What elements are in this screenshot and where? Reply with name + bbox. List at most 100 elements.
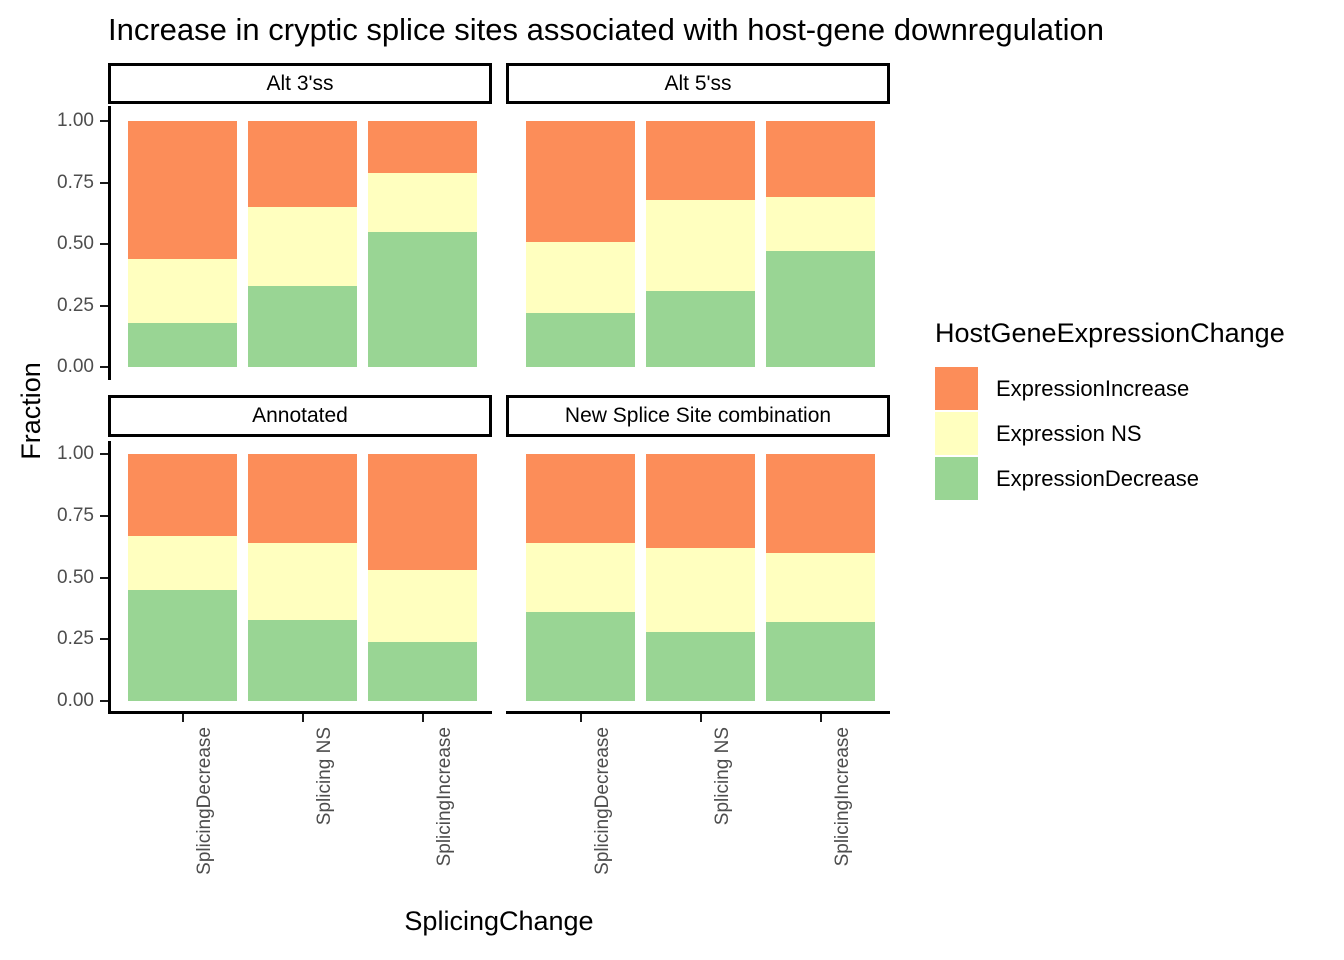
y-tick-label: 0.50	[57, 233, 94, 254]
y-tick-label: 0.25	[57, 294, 94, 316]
y-tick-label: 1.00	[57, 110, 94, 131]
legend-item-label: ExpressionIncrease	[996, 375, 1190, 401]
bar-segment-expressiondecrease	[248, 285, 357, 367]
stacked-bar	[526, 121, 635, 367]
bar-segment-expressionincrease	[128, 121, 237, 259]
stacked-bar	[766, 454, 875, 701]
stacked-bar	[646, 121, 755, 367]
y-tick-label: 0.25	[57, 628, 94, 650]
bar-segment-expressionincrease	[646, 454, 755, 548]
y-tick	[100, 700, 108, 702]
x-tick-label: SplicingIncrease	[831, 727, 853, 867]
y-tick	[100, 243, 108, 245]
stacked-bar	[526, 454, 635, 701]
legend-item: Expression NS	[935, 412, 1285, 455]
x-tick	[301, 714, 304, 722]
bar-segment-expression-ns	[128, 535, 237, 590]
bar-segment-expressiondecrease	[766, 621, 875, 701]
legend-key	[935, 457, 978, 500]
legend-item-label: Expression NS	[996, 420, 1142, 446]
x-tick-label: Splicing NS	[313, 727, 335, 826]
y-tick	[100, 453, 108, 455]
y-tick	[100, 514, 108, 517]
bar-segment-expressionincrease	[368, 121, 477, 173]
bar-segment-expressionincrease	[766, 454, 875, 553]
bar-segment-expressionincrease	[646, 121, 755, 200]
bar-segment-expression-ns	[766, 197, 875, 252]
bar-segment-expressiondecrease	[646, 631, 755, 701]
y-tick-label: 0.75	[57, 504, 94, 526]
facet-strip-label: Alt 5'ss	[664, 71, 732, 95]
facet-strip: Alt 5'ss	[506, 63, 890, 104]
stacked-bar	[368, 454, 477, 701]
x-tick	[421, 714, 424, 722]
x-tick-label: SplicingDecrease	[591, 727, 613, 875]
bar-segment-expressionincrease	[248, 121, 357, 208]
bar-segment-expressionincrease	[368, 454, 477, 571]
y-tick-label: 0.00	[57, 690, 94, 711]
facet-strip: Annotated	[108, 395, 492, 437]
y-tick	[100, 120, 108, 122]
stacked-bar	[248, 121, 357, 367]
y-tick	[100, 576, 108, 579]
stacked-bar	[766, 121, 875, 367]
axis-line-x	[108, 711, 492, 714]
x-tick-label: SplicingIncrease	[433, 727, 455, 867]
x-tick	[579, 714, 582, 722]
bar-segment-expressiondecrease	[368, 641, 477, 701]
bar-segment-expressiondecrease	[766, 251, 875, 367]
x-tick	[819, 714, 822, 722]
bar-segment-expression-ns	[646, 547, 755, 632]
legend: HostGeneExpressionChange ExpressionIncre…	[935, 318, 1285, 502]
x-tick-label: Splicing NS	[711, 727, 733, 826]
y-tick-label: 1.00	[57, 443, 94, 464]
y-tick	[100, 304, 108, 307]
bar-segment-expression-ns	[248, 207, 357, 286]
stacked-bar	[248, 454, 357, 701]
bar-segment-expressionincrease	[526, 121, 635, 242]
legend-key	[935, 367, 978, 410]
facet-strip-label: Annotated	[252, 404, 348, 427]
legend-key	[935, 412, 978, 455]
bar-segment-expressionincrease	[526, 454, 635, 543]
bar-segment-expression-ns	[526, 542, 635, 613]
facet-panel	[508, 454, 890, 701]
facet-strip: Alt 3'ss	[108, 63, 492, 104]
bar-segment-expression-ns	[128, 258, 237, 323]
bar-segment-expressionincrease	[128, 454, 237, 536]
bar-segment-expressiondecrease	[128, 322, 237, 367]
legend-item-label: ExpressionDecrease	[996, 465, 1199, 491]
bar-segment-expression-ns	[368, 172, 477, 232]
x-axis-title: SplicingChange	[404, 906, 594, 936]
chart-title: Increase in cryptic splice sites associa…	[108, 12, 1104, 47]
y-tick	[100, 366, 108, 368]
bar-segment-expression-ns	[646, 199, 755, 291]
x-tick	[181, 714, 184, 722]
axis-line-y	[108, 441, 111, 714]
y-tick-label: 0.75	[57, 171, 94, 193]
y-tick-label: 0.00	[57, 356, 94, 377]
bar-segment-expressiondecrease	[526, 312, 635, 367]
bar-segment-expressiondecrease	[368, 231, 477, 367]
bar-segment-expression-ns	[526, 241, 635, 313]
facet-strip: New Splice Site combination	[506, 395, 890, 437]
stacked-bar	[128, 454, 237, 701]
bar-segment-expressionincrease	[248, 454, 357, 543]
y-tick	[100, 181, 108, 184]
facet-panel	[110, 454, 492, 701]
legend-item: ExpressionDecrease	[935, 457, 1285, 500]
x-tick-label: SplicingDecrease	[193, 727, 215, 875]
y-tick	[100, 638, 108, 641]
bar-segment-expression-ns	[766, 552, 875, 622]
facet-panel	[110, 121, 492, 367]
facet-strip-label: Alt 3'ss	[266, 71, 334, 95]
stacked-bar	[646, 454, 755, 701]
bar-segment-expressiondecrease	[646, 290, 755, 367]
bar-segment-expression-ns	[248, 542, 357, 620]
stacked-bar	[368, 121, 477, 367]
axis-line-x	[506, 711, 890, 714]
y-tick-label: 0.50	[57, 566, 94, 588]
bar-segment-expression-ns	[368, 570, 477, 642]
bar-segment-expressiondecrease	[128, 589, 237, 701]
